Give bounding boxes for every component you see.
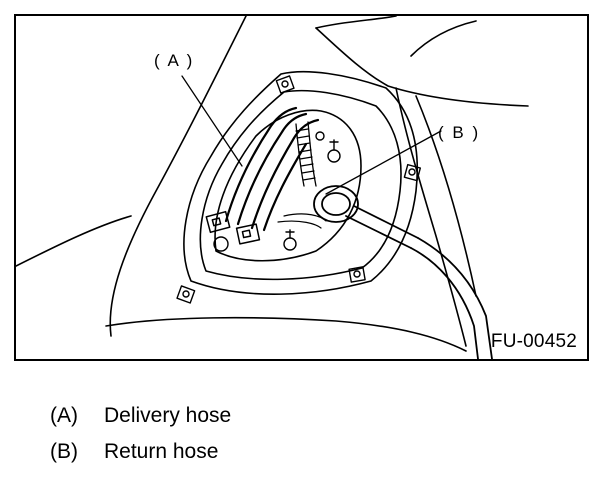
rim-bolt [176,285,196,304]
callout-label-a: ( A ) [154,51,195,70]
panel-edge [415,95,477,297]
rim-bolt [403,163,422,182]
panel-edge [410,20,477,57]
rim-bolt [275,75,295,94]
rim-bolt [348,266,366,283]
panel-edge [105,316,467,352]
leader-line-a [181,75,243,167]
access-rim-outer [183,70,419,295]
callout-label-b: ( B ) [438,123,481,142]
figure-code: FU-00452 [490,331,577,352]
access-rim-inner [199,89,402,281]
legend-item-delivery-hose: (A) Delivery hose [50,404,231,428]
panel-edge [315,16,397,29]
return-hose [313,185,493,359]
panel-edge [395,87,467,347]
pump-flange [214,109,362,262]
legend-key: (B) [50,440,78,463]
panel-edge [315,27,529,107]
legend-label: Delivery hose [104,404,232,427]
panel-edge [109,16,247,337]
corrugated-hose [295,121,317,187]
legend-label: Return hose [104,440,219,463]
fuel-pump-access-illustration [16,16,529,359]
hose-connector [205,210,261,245]
wire-harness [277,213,327,229]
pump-fitting [213,131,341,252]
panel-edge [16,215,132,267]
legend-key: (A) [50,404,78,427]
figure-frame: ( A ) ( B ) FU-00452 [14,14,589,361]
delivery-hose [224,106,320,232]
leader-line-b [325,130,442,195]
legend-item-return-hose: (B) Return hose [50,440,218,464]
